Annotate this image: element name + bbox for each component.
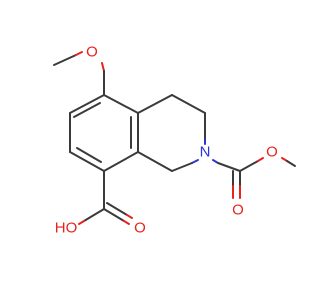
bond-carbonyl-ester-o-end	[257, 157, 264, 162]
bond-c7-c8-inner	[76, 147, 102, 163]
ester-oxygen-label: O	[266, 144, 278, 161]
bond-n-c1-start	[191, 159, 199, 164]
bond-carbonyl-ester-o	[239, 160, 259, 172]
bond-c4a-c5	[103, 94, 139, 114]
bond-cooh-o-double-end	[126, 214, 133, 219]
bonds	[53, 51, 296, 225]
bond-c7-c8	[69, 151, 105, 172]
bond-n-c1	[171, 162, 193, 172]
bond-cooh-o-end	[123, 220, 130, 225]
bond-ester-o-tbu	[286, 160, 296, 167]
bond-cooh-oh-end	[78, 220, 85, 225]
bond-c1-c8a	[137, 151, 173, 172]
bond-c6-c6-inner	[73, 102, 101, 118]
bond-c4a-c4	[137, 94, 173, 114]
molecule-structure: O N O O HO O	[53, 44, 296, 237]
bond-cooh-o	[103, 208, 125, 222]
atom-labels: O N O O HO O	[55, 44, 278, 237]
boc-carbonyl-oxygen-label: O	[232, 202, 244, 219]
bond-c4-c3	[171, 94, 206, 114]
bond-methoxy-o-left	[75, 51, 83, 56]
bond-c8-c8a	[103, 151, 139, 172]
methoxy-oxygen-label: O	[86, 44, 98, 61]
bond-cooh-o-double	[106, 202, 128, 216]
bond-methyl-methoxy	[53, 54, 77, 66]
acid-hydroxyl-label: HO	[55, 220, 78, 237]
bond-cooh-oh	[83, 208, 105, 222]
ring-nitrogen-label: N	[200, 144, 211, 161]
acid-carbonyl-oxygen-label: O	[134, 220, 146, 237]
bond-c5-c6	[69, 94, 105, 114]
bond-methoxy-o-ring	[101, 62, 105, 72]
bond-n-carbonyl	[217, 162, 241, 172]
